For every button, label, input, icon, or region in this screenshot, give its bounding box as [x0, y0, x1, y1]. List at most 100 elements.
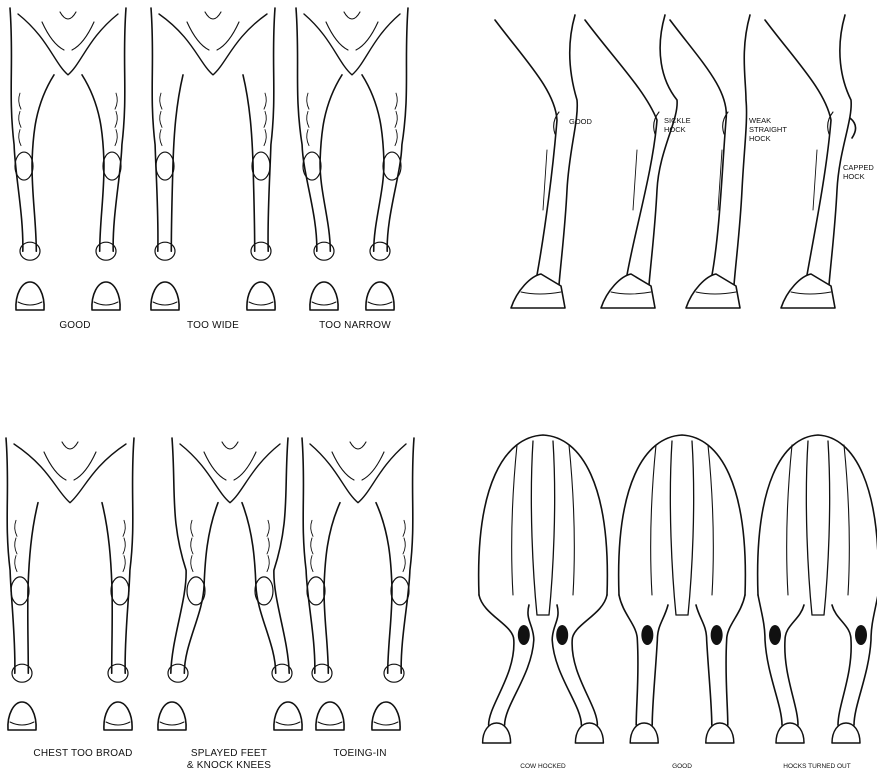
- chest-muscle: [234, 452, 256, 480]
- chest-muscle: [204, 452, 226, 480]
- right-leg-inner-line: [242, 503, 276, 674]
- right-hoof: [274, 702, 302, 730]
- chest-muscle: [42, 22, 64, 50]
- chest-muscle: [356, 22, 378, 50]
- chest-muscle: [62, 442, 78, 449]
- right-leg-inner-line: [362, 75, 384, 251]
- muscle-stroke: [19, 93, 21, 109]
- label-toeing-in: TOEING-IN: [333, 748, 386, 759]
- rear-hocks-turned-out-hoof: [832, 723, 860, 743]
- hind-side-capped: [765, 15, 851, 308]
- rear-hocks-turned-out-leg-inner: [785, 605, 804, 725]
- rear-good-hoof: [630, 723, 658, 743]
- label-good-front: GOOD: [59, 320, 90, 331]
- rear-hocks-turned-out-hoof: [776, 723, 804, 743]
- label-too-wide: TOO WIDE: [187, 320, 239, 331]
- muscle-stroke: [19, 111, 21, 127]
- rear-cow-hocked-leg-inner: [552, 605, 581, 725]
- rear-cow-hocked-leg-outer: [572, 595, 607, 725]
- rear-good-tail: [670, 441, 693, 615]
- label-weak-straight-hock: WEAK STRAIGHT HOCK: [749, 116, 787, 143]
- left-knee: [187, 577, 205, 605]
- left-knee: [15, 152, 33, 180]
- chest-muscle: [205, 12, 221, 19]
- muscle-stroke: [264, 93, 266, 109]
- right-knee: [111, 577, 129, 605]
- muscle-stroke: [267, 556, 269, 572]
- muscle-stroke: [191, 556, 193, 572]
- right-knee: [391, 577, 409, 605]
- hind-legs-side-panel: [440, 0, 877, 330]
- label-good-rear: GOOD: [672, 763, 692, 770]
- left-knee: [307, 577, 325, 605]
- right-leg-inner-line: [243, 75, 255, 251]
- muscle-stroke: [191, 538, 193, 554]
- chest-muscle: [217, 22, 239, 50]
- right-leg-outer-line: [113, 8, 126, 251]
- rear-good-leg-inner: [652, 605, 668, 725]
- muscle-stroke: [115, 111, 117, 127]
- right-leg-outer-line: [274, 438, 289, 673]
- muscle-stroke: [123, 520, 125, 536]
- rear-cow-hocked-hock-mark: [556, 625, 568, 645]
- left-leg-inner-line: [171, 75, 183, 251]
- label-cow-hocked: COW HOCKED: [520, 763, 566, 770]
- rear-good-buttock-line: [708, 445, 713, 595]
- hind-side-weak-straight-back-line: [734, 15, 750, 285]
- rear-cow-hocked-hoof: [483, 723, 511, 743]
- left-leg-outer-line: [302, 438, 315, 673]
- hind-side-capped-front-line: [765, 20, 831, 275]
- rear-cow-hocked-hoof: [575, 723, 603, 743]
- rear-hocks-turned-out-tail: [806, 441, 829, 615]
- left-hoof: [8, 702, 36, 730]
- hind-side-good-tendon: [543, 150, 547, 210]
- left-leg-outer-line: [151, 8, 158, 251]
- rear-cow-hocked: [479, 435, 608, 743]
- muscle-stroke: [160, 130, 162, 146]
- left-leg-inner-line: [320, 75, 342, 251]
- label-chest-too-broad: CHEST TOO BROAD: [33, 748, 132, 759]
- muscle-stroke: [395, 93, 397, 109]
- muscle-stroke: [191, 520, 193, 536]
- rear-cow-hocked-buttock-line: [512, 445, 517, 595]
- rear-hocks-turned-out-hock-mark: [855, 625, 867, 645]
- muscle-stroke: [395, 130, 397, 146]
- rear-good-leg-outer: [726, 595, 745, 725]
- right-knee: [255, 577, 273, 605]
- muscle-stroke: [15, 520, 17, 536]
- chest-muscle: [44, 452, 66, 480]
- chest-line: [304, 14, 400, 75]
- right-leg-inner-line: [82, 75, 104, 251]
- rear-hocks-turned-out: [758, 435, 877, 743]
- muscle-stroke: [264, 130, 266, 146]
- left-knee: [11, 577, 29, 605]
- left-hoof: [316, 702, 344, 730]
- rear-cow-hocked-leg-outer: [479, 595, 514, 725]
- right-knee: [383, 152, 401, 180]
- right-hoof: [372, 702, 400, 730]
- left-hoof: [158, 702, 186, 730]
- front-leg-pair-too-narrow: [296, 8, 408, 310]
- muscle-stroke: [307, 93, 309, 109]
- rear-good-buttock-line: [651, 445, 656, 595]
- rear-cow-hocked-hock-mark: [518, 625, 530, 645]
- hind-side-sickle-hoof: [601, 274, 655, 308]
- hind-side-good: [495, 15, 577, 308]
- hind-side-good-back-line: [559, 15, 577, 285]
- hind-side-good-hoof: [511, 274, 565, 308]
- rear-hocks-turned-out-buttock-line: [844, 445, 849, 595]
- hind-side-capped-hoof: [781, 274, 835, 308]
- muscle-stroke: [403, 520, 405, 536]
- chest-line: [310, 444, 406, 503]
- front-leg-pair-too-wide: [151, 8, 275, 310]
- muscle-stroke: [115, 130, 117, 146]
- front-legs-top-drawing: [0, 0, 420, 345]
- rear-hocks-turned-out-hock-mark: [769, 625, 781, 645]
- chest-muscle: [222, 442, 238, 449]
- front-legs-top-panel: [0, 0, 420, 345]
- chest-line: [159, 14, 267, 75]
- muscle-stroke: [307, 111, 309, 127]
- right-hoof: [92, 282, 120, 310]
- rear-hocks-turned-out-leg-outer: [758, 595, 782, 725]
- chest-muscle: [72, 22, 94, 50]
